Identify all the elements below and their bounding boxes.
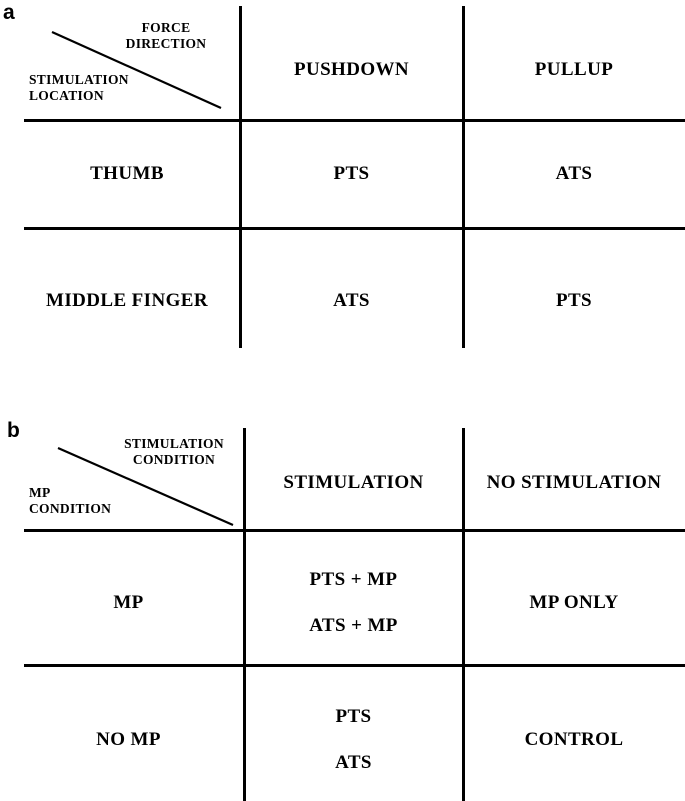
panel-a-cell-thumb-pullup: ATS (463, 153, 685, 195)
panel-b-column-rule-2 (462, 428, 465, 801)
panel-b-row-header-mp: MP (14, 582, 243, 624)
panel-b-cell-mp-stimulation-text-2: ATS + MP (309, 615, 398, 636)
panel-b-cell-mp-stimulation: PTS + MP ATS + MP (244, 570, 463, 636)
panel-b-cell-mp-stimulation-text-1: PTS + MP (309, 569, 398, 591)
panel-a-stimulation-location-caption: STIMULATION LOCATION (29, 72, 129, 103)
panel-b-label: b (7, 419, 20, 442)
panel-b-header-rule (24, 529, 685, 532)
panel-a-cell-middle-finger-pushdown: ATS (240, 280, 463, 322)
panel-b-mp-condition-caption: MP CONDITION (29, 485, 112, 516)
panel-b-cell-mp-no-stimulation-text: MP ONLY (529, 592, 619, 614)
panel-a-row-header-middle-finger-text: MIDDLE FINGER (46, 290, 208, 312)
panel-a-column-header-pushdown-text: PUSHDOWN (293, 59, 410, 81)
panel-a-row-header-thumb: THUMB (14, 153, 240, 195)
panel-b-row-header-mp-text: MP (113, 592, 144, 614)
panel-b-cell-no-mp-stimulation-text-2: ATS (335, 752, 372, 773)
panel-b-column-rule-1 (243, 428, 246, 801)
panel-a-header-rule (24, 119, 685, 122)
panel-a-column-rule-2 (462, 6, 465, 348)
panel-b-column-header-stimulation: STIMULATION (244, 463, 463, 503)
panel-b-row-header-no-mp: NO MP (14, 719, 243, 761)
panel-a-corner-diagonal (51, 30, 222, 110)
panel-a-row-header-thumb-text: THUMB (90, 163, 164, 185)
panel-b-cell-no-mp-stimulation-text-1: PTS (335, 706, 372, 728)
panel-a-cell-thumb-pushdown-text: PTS (333, 163, 370, 185)
panel-b-row-header-no-mp-text: NO MP (96, 729, 161, 751)
panel-b-column-header-no-stimulation: NO STIMULATION (463, 463, 685, 503)
panel-b-column-header-stimulation-text: STIMULATION (283, 472, 424, 494)
panel-a-row-rule (24, 227, 685, 230)
panel-a: a FORCE DIRECTION STIMULATION LOCATION P… (0, 0, 685, 400)
panel-b-cell-no-mp-stimulation: PTS ATS (244, 707, 463, 773)
panel-b-cell-mp-no-stimulation: MP ONLY (463, 582, 685, 624)
panel-a-label: a (3, 1, 15, 24)
panel-a-cell-middle-finger-pullup: PTS (463, 280, 685, 322)
panel-a-force-direction-caption: FORCE DIRECTION (125, 20, 207, 51)
panel-a-cell-thumb-pushdown: PTS (240, 153, 463, 195)
panel-b-corner-diagonal (57, 446, 234, 527)
panel-a-row-header-middle-finger: MIDDLE FINGER (14, 280, 240, 322)
panel-a-column-header-pullup: PULLUP (463, 50, 685, 90)
panel-b-cell-no-mp-no-stimulation: CONTROL (463, 719, 685, 761)
panel-a-cell-thumb-pullup-text: ATS (555, 163, 593, 185)
panel-a-column-header-pushdown: PUSHDOWN (240, 50, 463, 90)
panel-a-column-header-pullup-text: PULLUP (534, 59, 614, 81)
panel-a-cell-middle-finger-pushdown-text: ATS (333, 290, 370, 312)
panel-b-stimulation-condition-caption: STIMULATION CONDITION (124, 436, 224, 467)
panel-b-row-rule (24, 664, 685, 667)
panel-a-column-rule-1 (239, 6, 242, 348)
panel-b-cell-no-mp-no-stimulation-text: CONTROL (524, 729, 624, 751)
panel-b: b STIMULATION CONDITION MP CONDITION STI… (0, 410, 685, 801)
panel-a-cell-middle-finger-pullup-text: PTS (555, 290, 593, 312)
panel-b-column-header-no-stimulation-text: NO STIMULATION (486, 472, 662, 494)
